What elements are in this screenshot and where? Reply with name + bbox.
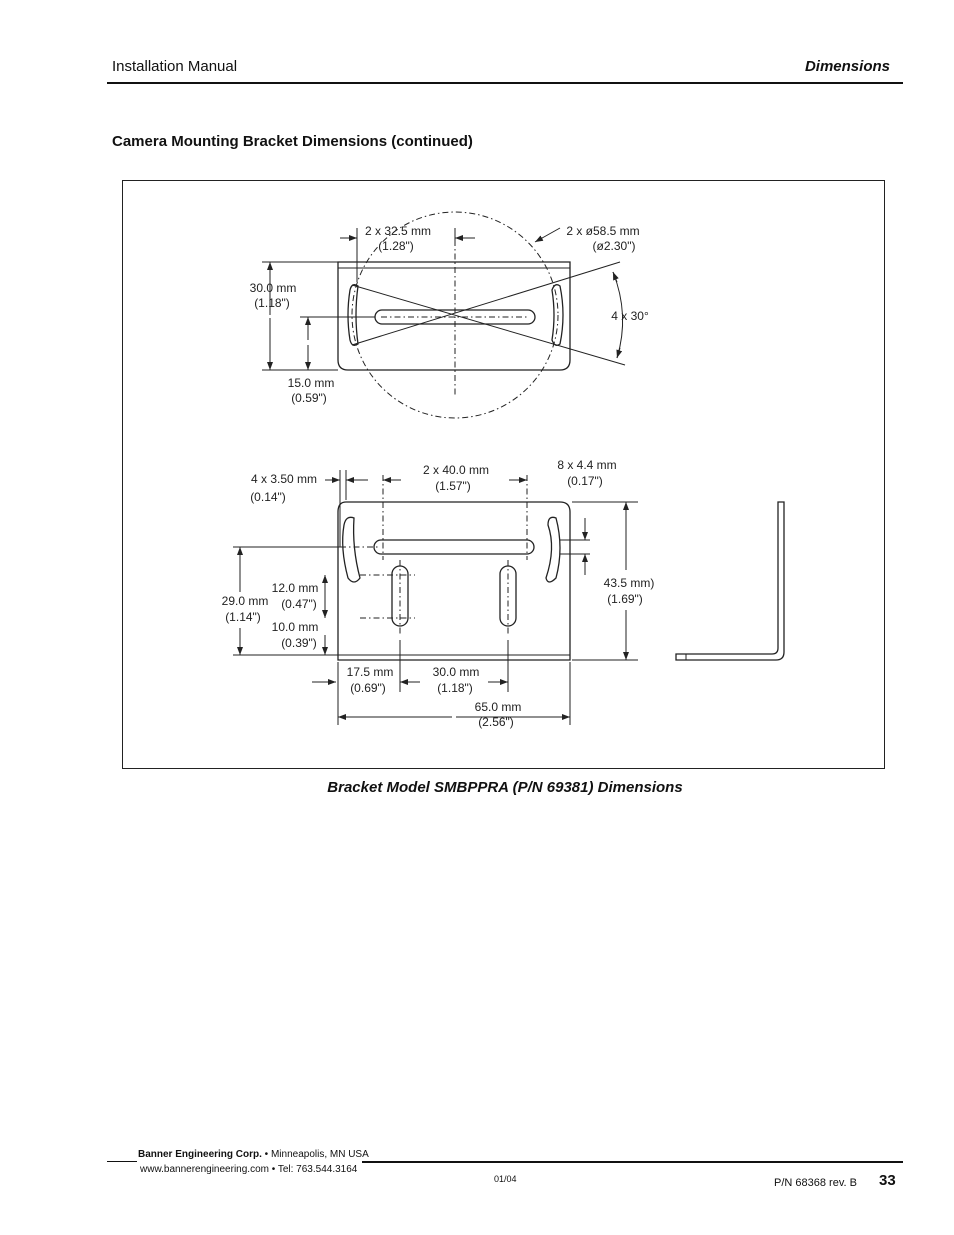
- camera-outline-circle: [351, 211, 559, 419]
- page-number: 33: [879, 1172, 896, 1189]
- top-spacing-mm: 2 x 32.5 mm: [365, 224, 431, 238]
- left-offset-in: (0.69"): [350, 681, 386, 695]
- footer-rule-long: [362, 1161, 903, 1163]
- figure-frame: [122, 180, 885, 769]
- slot-width-mm: 8 x 4.4 mm: [557, 458, 616, 472]
- hole-dia-mm: 4 x 3.50 mm: [251, 472, 317, 486]
- center-height-in: (0.59"): [291, 391, 327, 405]
- footer-web-contact: www.bannerengineering.com • Tel: 763.544…: [140, 1164, 358, 1175]
- top-height-in: (1.18"): [254, 296, 290, 310]
- total-height-mm: 43.5 mm): [604, 576, 655, 590]
- lower-slot-spacing-in: (1.18"): [437, 681, 473, 695]
- slot-offset-in: (0.39"): [281, 636, 317, 650]
- top-slot-spacing-mm: 2 x 40.0 mm: [423, 463, 489, 477]
- front-left-arc-slot: [342, 516, 361, 583]
- front-top-slot: [373, 539, 535, 555]
- footer-company: Banner Engineering Corp. • Minneapolis, …: [138, 1149, 369, 1160]
- top-left-arc-slot: [347, 284, 359, 346]
- section-title: Camera Mounting Bracket Dimensions (cont…: [112, 133, 473, 150]
- angle-label: 4 x 30°: [611, 309, 649, 323]
- top-right-arc-slot: [551, 284, 564, 346]
- hole-dia-in: (0.14"): [250, 490, 286, 504]
- left-offset-mm: 17.5 mm: [347, 665, 394, 679]
- circle-dia-in: (ø2.30"): [593, 239, 636, 253]
- circle-dia-mm: 2 x ø58.5 mm: [566, 224, 639, 238]
- front-right-arc-slot: [545, 516, 561, 583]
- top-slot-spacing-in: (1.57"): [435, 479, 471, 493]
- top-view: [262, 211, 626, 419]
- top-height-mm: 30.0 mm: [250, 281, 297, 295]
- total-height-in: (1.69"): [607, 592, 643, 606]
- front-plate-outline: [337, 501, 571, 661]
- header-rule: [107, 82, 903, 84]
- header-section-name: Dimensions: [804, 58, 890, 75]
- footer-date: 01/04: [494, 1174, 517, 1184]
- upper-height-in: (1.14"): [225, 610, 261, 624]
- slot-width-in: (0.17"): [567, 474, 603, 488]
- footer-rule-short: [107, 1161, 137, 1162]
- slot-length-mm: 12.0 mm: [272, 581, 319, 595]
- figure-caption: Bracket Model SMBPPRA (P/N 69381) Dimens…: [327, 779, 683, 796]
- top-plate-outline: [337, 261, 571, 371]
- footer-company-name: Banner Engineering Corp.: [138, 1149, 262, 1160]
- width-mm: 65.0 mm: [475, 700, 522, 714]
- center-height-mm: 15.0 mm: [288, 376, 335, 390]
- footer-part-number: P/N 68368 rev. B: [774, 1177, 857, 1189]
- lower-slot-spacing-mm: 30.0 mm: [433, 665, 480, 679]
- width-in: (2.56"): [478, 715, 514, 729]
- header-manual-title: Installation Manual: [112, 58, 238, 75]
- upper-height-mm: 29.0 mm: [222, 594, 269, 608]
- slot-length-in: (0.47"): [281, 597, 317, 611]
- footer-location: • Minneapolis, MN USA: [261, 1149, 369, 1160]
- side-profile-outline: [675, 501, 785, 661]
- top-spacing-in: (1.28"): [378, 239, 414, 253]
- front-view: [233, 470, 638, 725]
- slot-offset-mm: 10.0 mm: [272, 620, 319, 634]
